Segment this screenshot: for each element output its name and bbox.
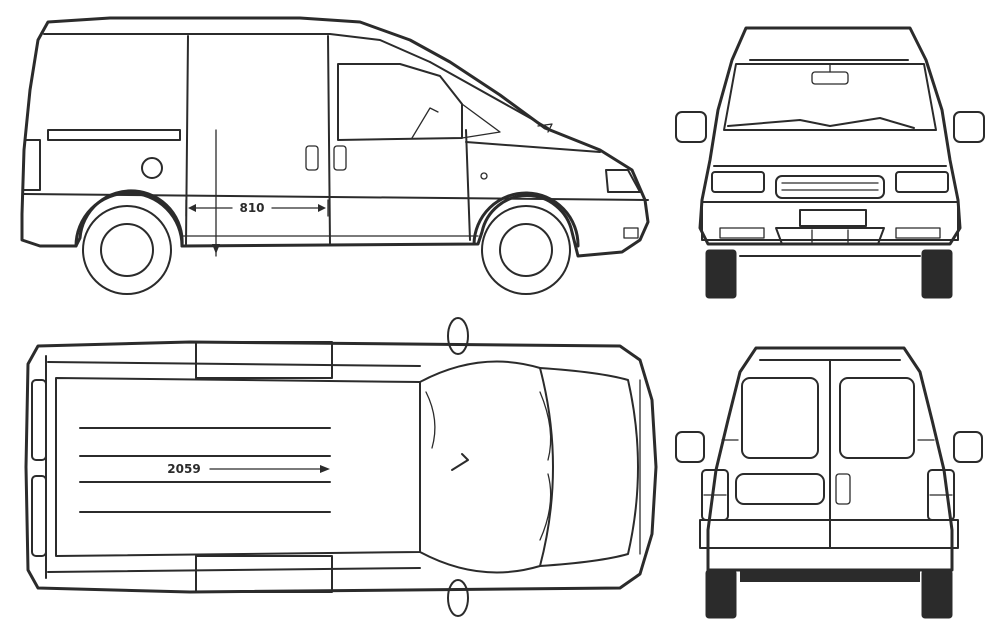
rear-door-handle bbox=[835, 473, 851, 505]
top-left-mirror bbox=[447, 317, 469, 355]
dimension-2059: 2059 bbox=[167, 462, 330, 476]
rear-right-tire bbox=[921, 569, 953, 619]
side-tail-light bbox=[23, 139, 41, 191]
rear-left-window bbox=[741, 377, 819, 459]
side-roof-line bbox=[43, 33, 431, 63]
side-front-hub bbox=[499, 223, 553, 277]
front-right-mirror bbox=[953, 111, 985, 143]
side-lower-trim bbox=[23, 193, 649, 201]
side-view: 810 bbox=[20, 16, 650, 295]
rear-right-window bbox=[839, 377, 915, 459]
side-rear-wheel bbox=[82, 205, 172, 295]
front-windshield bbox=[723, 63, 937, 131]
dim-2059-arrow bbox=[320, 465, 330, 473]
side-mirror bbox=[537, 123, 553, 133]
side-rear-wheel-arch bbox=[74, 191, 184, 248]
side-quarter-window bbox=[461, 103, 501, 139]
top-left-side-line bbox=[47, 361, 421, 367]
side-door-handle-left bbox=[305, 145, 319, 171]
side-cab-window bbox=[337, 63, 463, 141]
front-plate bbox=[799, 209, 867, 227]
dimension-810: 810 bbox=[185, 129, 329, 257]
dim-810-arrow-right bbox=[318, 204, 326, 212]
side-door-handle-right bbox=[333, 145, 347, 171]
dim-810-label: 810 bbox=[239, 201, 264, 215]
top-rear-light-right bbox=[31, 475, 47, 557]
top-hood bbox=[539, 367, 639, 567]
top-right-side-line bbox=[47, 567, 421, 573]
side-windshield bbox=[429, 61, 549, 129]
top-wiper-arm bbox=[451, 453, 469, 471]
top-a-pillar-curve bbox=[425, 391, 436, 449]
side-fuel-cap bbox=[141, 157, 163, 179]
side-door-seam-cab bbox=[465, 129, 471, 241]
front-rearview-mirror bbox=[811, 71, 849, 85]
rear-left-mirror bbox=[675, 431, 705, 463]
front-grille bbox=[775, 175, 885, 199]
top-left-door-rail bbox=[195, 341, 333, 379]
rear-view bbox=[675, 346, 983, 619]
front-view bbox=[675, 26, 985, 299]
top-rear-light-left bbox=[31, 379, 47, 461]
rear-plate-recess bbox=[735, 473, 825, 505]
top-roof-outline bbox=[55, 377, 421, 557]
side-front-wheel bbox=[481, 205, 571, 295]
top-right-door-rail bbox=[195, 555, 333, 593]
rear-right-mirror bbox=[953, 431, 983, 463]
front-right-fog bbox=[895, 227, 941, 239]
front-right-headlight bbox=[895, 171, 949, 193]
side-steering-wheel bbox=[411, 107, 439, 139]
rear-bumper bbox=[699, 519, 959, 549]
side-fog-light bbox=[623, 227, 639, 239]
side-door-seam-front bbox=[327, 35, 331, 245]
side-belt-line bbox=[465, 141, 601, 153]
front-body-outline bbox=[698, 26, 962, 246]
side-body-trim bbox=[47, 129, 181, 141]
top-windshield bbox=[419, 360, 554, 574]
front-lower-intake bbox=[775, 227, 885, 245]
rear-body-outline bbox=[706, 346, 954, 572]
rear-underbody bbox=[740, 570, 920, 582]
front-bumper bbox=[701, 201, 959, 241]
top-right-mirror bbox=[447, 579, 469, 617]
front-right-tire bbox=[921, 249, 953, 299]
front-left-mirror bbox=[675, 111, 707, 143]
front-left-tire bbox=[705, 249, 737, 299]
rear-left-tire bbox=[705, 569, 737, 619]
dim-vertical-arrow bbox=[212, 244, 220, 254]
front-left-headlight bbox=[711, 171, 765, 193]
dim-810-arrow-left bbox=[188, 204, 196, 212]
top-wiper-area-1 bbox=[539, 391, 552, 461]
side-headlight bbox=[605, 169, 641, 193]
side-front-wheel-arch bbox=[472, 191, 580, 248]
side-indicator bbox=[480, 172, 488, 180]
top-wiper-area-2 bbox=[539, 473, 552, 541]
front-left-fog bbox=[719, 227, 765, 239]
dim-2059-label: 2059 bbox=[167, 462, 200, 476]
side-rear-hub bbox=[100, 223, 154, 277]
top-view: 2059 bbox=[24, 317, 658, 617]
top-body-outline bbox=[24, 340, 658, 594]
front-wipers bbox=[727, 117, 915, 129]
